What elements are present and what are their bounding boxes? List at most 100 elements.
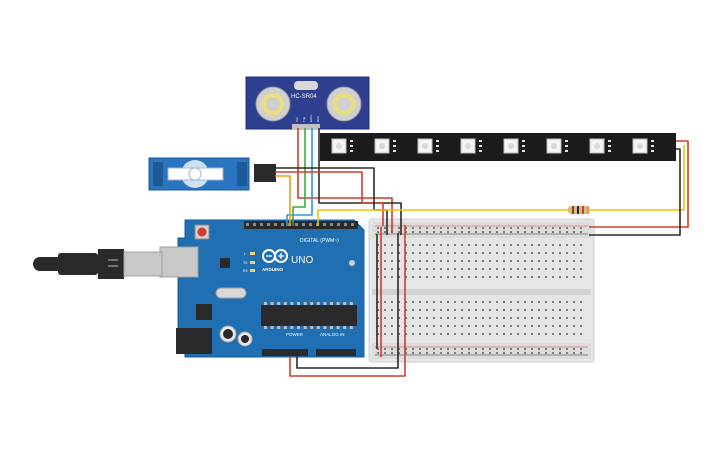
terminal-hole[interactable] — [566, 276, 568, 278]
terminal-hole[interactable] — [580, 317, 582, 319]
terminal-hole[interactable] — [454, 333, 456, 335]
terminal-hole[interactable] — [489, 309, 491, 311]
terminal-hole[interactable] — [531, 260, 533, 262]
terminal-hole[interactable] — [489, 252, 491, 254]
terminal-hole[interactable] — [405, 260, 407, 262]
terminal-hole[interactable] — [433, 276, 435, 278]
rail-hole[interactable] — [517, 348, 519, 350]
terminal-hole[interactable] — [412, 325, 414, 327]
rail-hole[interactable] — [447, 227, 449, 229]
terminal-hole[interactable] — [447, 244, 449, 246]
terminal-hole[interactable] — [447, 252, 449, 254]
rail-hole[interactable] — [419, 231, 421, 233]
rail-hole[interactable] — [461, 227, 463, 229]
terminal-hole[interactable] — [517, 276, 519, 278]
terminal-hole[interactable] — [433, 268, 435, 270]
arduino-uno-board[interactable]: DIGITAL (PWM~) ARDUINO UNO L TX RX — [159, 219, 365, 358]
terminal-hole[interactable] — [580, 244, 582, 246]
rail-hole[interactable] — [475, 227, 477, 229]
terminal-hole[interactable] — [426, 252, 428, 254]
rail-hole[interactable] — [482, 231, 484, 233]
terminal-hole[interactable] — [377, 333, 379, 335]
terminal-hole[interactable] — [468, 268, 470, 270]
terminal-hole[interactable] — [398, 309, 400, 311]
terminal-hole[interactable] — [580, 268, 582, 270]
terminal-hole[interactable] — [489, 268, 491, 270]
terminal-hole[interactable] — [440, 333, 442, 335]
rail-hole[interactable] — [468, 227, 470, 229]
terminal-hole[interactable] — [552, 317, 554, 319]
terminal-hole[interactable] — [405, 268, 407, 270]
terminal-hole[interactable] — [517, 301, 519, 303]
terminal-hole[interactable] — [412, 333, 414, 335]
terminal-hole[interactable] — [503, 276, 505, 278]
terminal-hole[interactable] — [524, 333, 526, 335]
terminal-hole[interactable] — [384, 301, 386, 303]
rail-hole[interactable] — [440, 231, 442, 233]
terminal-hole[interactable] — [545, 317, 547, 319]
terminal-hole[interactable] — [573, 268, 575, 270]
rail-hole[interactable] — [538, 231, 540, 233]
terminal-hole[interactable] — [538, 333, 540, 335]
rail-hole[interactable] — [531, 231, 533, 233]
rail-hole[interactable] — [517, 227, 519, 229]
terminal-hole[interactable] — [454, 301, 456, 303]
terminal-hole[interactable] — [461, 268, 463, 270]
rail-hole[interactable] — [391, 352, 393, 354]
terminal-hole[interactable] — [447, 276, 449, 278]
terminal-hole[interactable] — [398, 301, 400, 303]
terminal-hole[interactable] — [419, 268, 421, 270]
terminal-hole[interactable] — [524, 309, 526, 311]
rail-hole[interactable] — [433, 231, 435, 233]
terminal-hole[interactable] — [475, 252, 477, 254]
terminal-hole[interactable] — [531, 309, 533, 311]
terminal-hole[interactable] — [524, 268, 526, 270]
rail-hole[interactable] — [531, 227, 533, 229]
terminal-hole[interactable] — [503, 325, 505, 327]
terminal-hole[interactable] — [426, 244, 428, 246]
terminal-hole[interactable] — [426, 301, 428, 303]
rail-hole[interactable] — [552, 227, 554, 229]
terminal-hole[interactable] — [454, 260, 456, 262]
terminal-hole[interactable] — [398, 276, 400, 278]
terminal-hole[interactable] — [545, 301, 547, 303]
terminal-hole[interactable] — [489, 317, 491, 319]
rail-hole[interactable] — [496, 352, 498, 354]
terminal-hole[interactable] — [391, 268, 393, 270]
terminal-hole[interactable] — [384, 276, 386, 278]
terminal-hole[interactable] — [377, 244, 379, 246]
digital-pin[interactable] — [246, 223, 249, 226]
terminal-hole[interactable] — [391, 260, 393, 262]
terminal-hole[interactable] — [496, 276, 498, 278]
terminal-hole[interactable] — [538, 260, 540, 262]
terminal-hole[interactable] — [384, 268, 386, 270]
rail-hole[interactable] — [524, 227, 526, 229]
rail-hole[interactable] — [503, 352, 505, 354]
terminal-hole[interactable] — [580, 325, 582, 327]
terminal-hole[interactable] — [573, 309, 575, 311]
rail-hole[interactable] — [496, 348, 498, 350]
rail-hole[interactable] — [552, 352, 554, 354]
rail-hole[interactable] — [503, 231, 505, 233]
terminal-hole[interactable] — [531, 252, 533, 254]
ultrasonic-sensor[interactable]: HC-SR04 Vcc Trig Echo Gnd — [245, 76, 370, 130]
terminal-hole[interactable] — [384, 333, 386, 335]
terminal-hole[interactable] — [433, 333, 435, 335]
terminal-hole[interactable] — [489, 333, 491, 335]
terminal-hole[interactable] — [398, 252, 400, 254]
terminal-hole[interactable] — [412, 301, 414, 303]
terminal-hole[interactable] — [545, 276, 547, 278]
terminal-hole[interactable] — [461, 244, 463, 246]
terminal-hole[interactable] — [384, 325, 386, 327]
terminal-hole[interactable] — [468, 317, 470, 319]
terminal-hole[interactable] — [573, 244, 575, 246]
terminal-hole[interactable] — [461, 301, 463, 303]
rail-hole[interactable] — [482, 227, 484, 229]
terminal-hole[interactable] — [503, 333, 505, 335]
terminal-hole[interactable] — [440, 244, 442, 246]
rail-hole[interactable] — [566, 348, 568, 350]
terminal-hole[interactable] — [454, 252, 456, 254]
terminal-hole[interactable] — [398, 268, 400, 270]
rail-hole[interactable] — [552, 231, 554, 233]
terminal-hole[interactable] — [405, 276, 407, 278]
